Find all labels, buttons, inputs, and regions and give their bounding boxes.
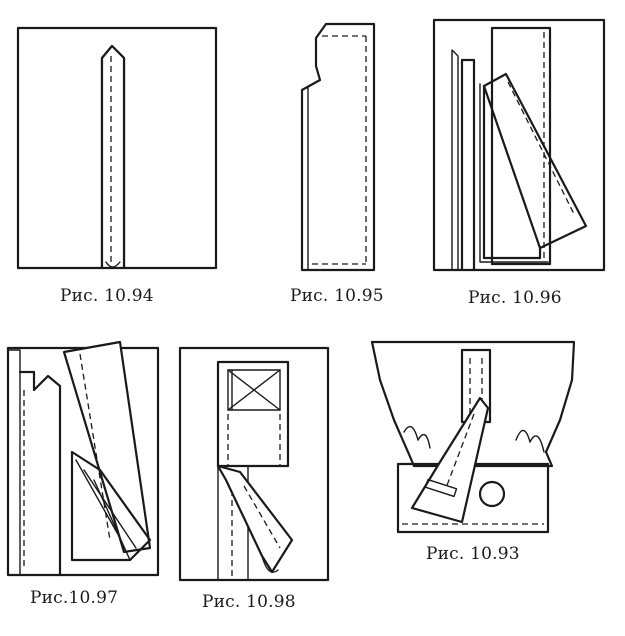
outer-frame (178, 346, 330, 582)
placket-strip (490, 26, 552, 266)
outer-frame (432, 18, 606, 272)
caption-fig-10-97: Рис.10.97 (30, 588, 119, 608)
folded-flap-hatched (482, 72, 588, 250)
diagram-fig-10-93 (370, 340, 576, 534)
folded-flap-hatched (70, 450, 152, 562)
slit-facing (100, 44, 126, 270)
folded-tab (410, 396, 490, 524)
placket-strip (62, 340, 152, 554)
caption-fig-10-94: Рис. 10.94 (60, 286, 154, 306)
placket-strip-hatched (300, 22, 376, 272)
placket-strip (216, 360, 290, 468)
diagram-fig-10-96 (432, 18, 606, 272)
diagram-fig-10-94 (16, 26, 218, 270)
folded-flap (216, 464, 294, 574)
button-circle (478, 480, 506, 508)
sleeve-body (370, 340, 576, 468)
caption-fig-10-96: Рис. 10.96 (468, 288, 562, 308)
diagram-fig-10-95 (300, 22, 376, 272)
diagram-fig-10-98 (178, 346, 330, 582)
caption-fig-10-95: Рис. 10.95 (290, 286, 384, 306)
diagram-fig-10-97 (6, 340, 160, 577)
caption-fig-10-93: Рис. 10.93 (426, 544, 520, 564)
caption-fig-10-98: Рис. 10.98 (202, 592, 296, 612)
